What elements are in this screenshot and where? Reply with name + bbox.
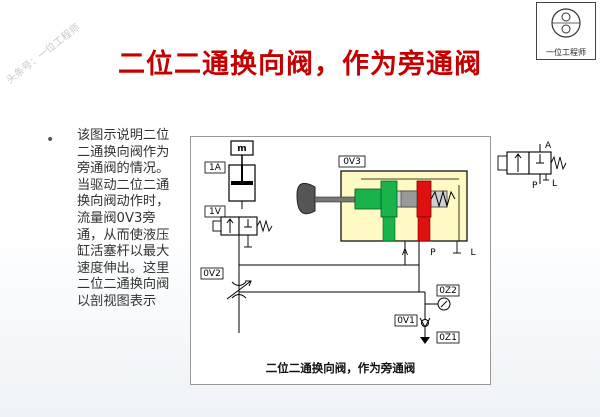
diagram-caption: 二位二通换向阀，作为旁通阀: [265, 361, 416, 375]
circuit-drawing: m 1A 1V 0V2 0Z2: [200, 140, 476, 344]
pressure-source-0z1: [420, 337, 430, 344]
spool-red: [416, 180, 432, 218]
label-0z1: 0Z1: [439, 333, 457, 343]
label-1a: 1A: [209, 163, 222, 173]
label-0v2: 0V2: [203, 269, 221, 279]
brand-seal-icon: [551, 8, 581, 38]
label-0v3: 0V3: [343, 157, 361, 167]
bullet-icon: •: [46, 132, 55, 148]
label-1v: 1V: [209, 207, 222, 217]
hydraulic-diagram: m 1A 1V 0V2 0Z2: [190, 136, 491, 385]
logo-text: 一位工程师: [546, 48, 586, 57]
label-m: m: [237, 144, 246, 154]
label-0z2: 0Z2: [439, 286, 457, 296]
label-0v1: 0V1: [397, 316, 415, 326]
label-port-a: A: [402, 248, 409, 258]
throttle-0v2: [231, 281, 247, 299]
valve-knob: [296, 182, 316, 215]
description-text: 该图示说明二位二通换向阀作为旁通阀的情况。当驱动二位二通换向阀动作时，流量阀0V…: [77, 128, 170, 309]
symbol-label-a: A: [545, 141, 552, 151]
brand-logo: 一位工程师: [536, 2, 596, 60]
valve-symbol: A P L: [496, 140, 576, 192]
symbol-label-p: P: [532, 181, 538, 191]
label-port-l: L: [470, 248, 475, 258]
page-title: 二位二通换向阀，作为旁通阀: [118, 49, 482, 80]
label-port-p: P: [430, 248, 436, 258]
symbol-label-l: L: [552, 179, 557, 189]
